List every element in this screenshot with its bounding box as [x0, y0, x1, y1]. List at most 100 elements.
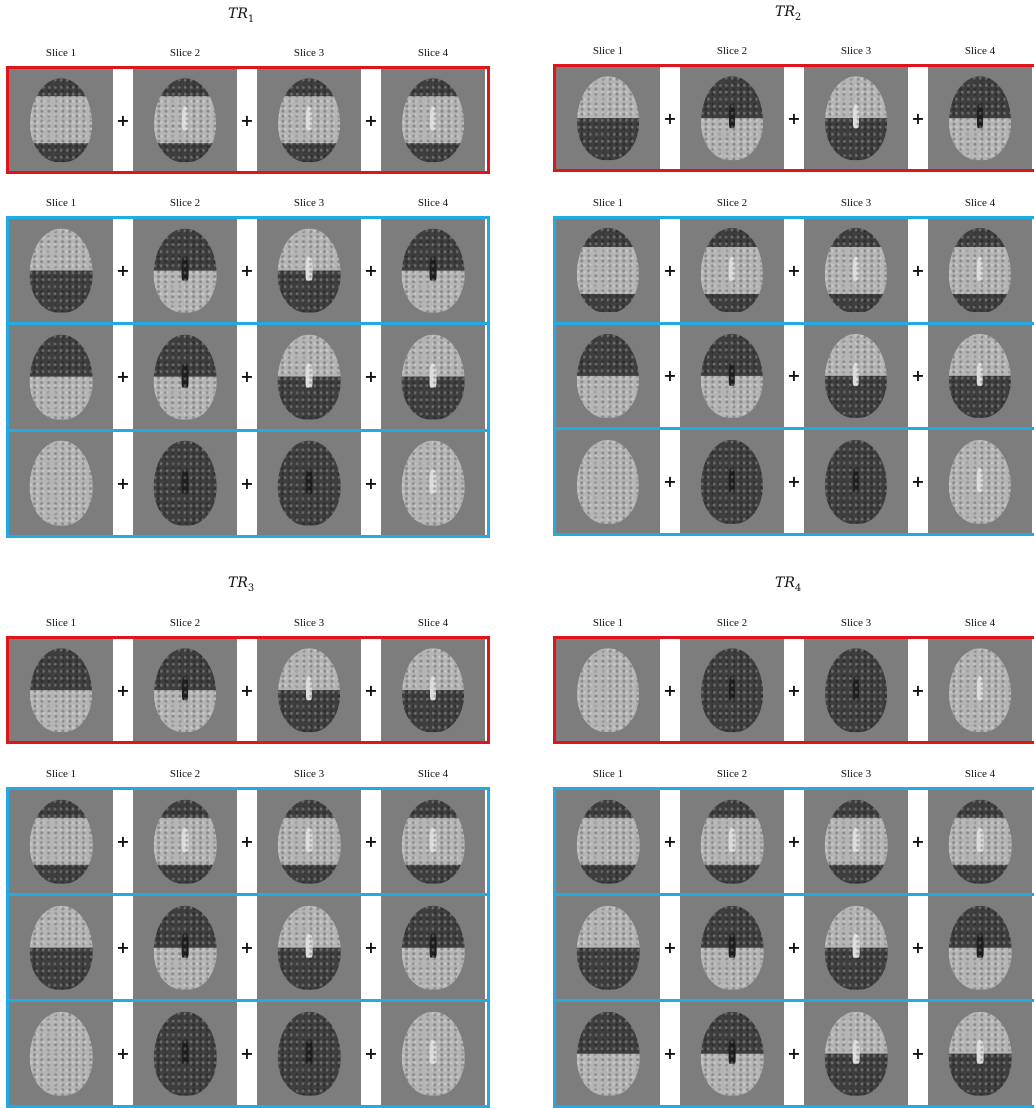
plus-sign: +: [911, 108, 925, 128]
plus-sign: +: [663, 938, 677, 957]
slice-label: Slice 3: [293, 768, 325, 780]
tissue-texture: [29, 1011, 93, 1096]
slice-label: Slice 2: [169, 197, 201, 209]
plus-sign: +: [787, 472, 801, 492]
plus-sign: +: [240, 832, 254, 851]
tissue-band: [948, 293, 1012, 313]
slice-row: +++: [556, 639, 1034, 741]
ventricle-shape: [976, 468, 984, 492]
tissue-band: [948, 865, 1012, 884]
plus-sign: +: [787, 260, 801, 280]
plus-sign: +: [116, 110, 130, 130]
plus-separator: +: [361, 639, 381, 741]
tissue-band: [577, 76, 639, 118]
slice-cell: [381, 69, 485, 171]
tissue-band: [700, 293, 764, 313]
tissue-band: [29, 905, 93, 948]
slice-label: Slice 3: [840, 197, 872, 209]
plus-sign: +: [240, 110, 254, 130]
slice-cell: [928, 1002, 1032, 1105]
plus-sign: +: [364, 938, 378, 957]
plus-separator: +: [113, 790, 133, 893]
ventricle-shape: [976, 827, 984, 852]
panel-title-subscript: 2: [794, 11, 802, 23]
tissue-texture: [277, 334, 341, 420]
slice-cell: [556, 324, 660, 428]
plus-sign: +: [911, 472, 925, 492]
brain-slice-image: [949, 648, 1011, 732]
plus-separator: +: [113, 1002, 133, 1105]
slice-cell: [257, 219, 361, 323]
tissue-texture: [278, 78, 340, 162]
ventricle-shape: [181, 469, 189, 494]
brain-slice-image: [949, 76, 1011, 160]
slice-row: +++: [9, 428, 487, 535]
tissue-texture: [29, 905, 93, 990]
panel-title-base: TR: [228, 6, 248, 22]
plus-separator: +: [361, 1002, 381, 1105]
plus-separator: +: [660, 639, 680, 741]
tissue-texture: [277, 799, 341, 884]
tissue-band: [401, 799, 465, 818]
slice-cell: [133, 69, 237, 171]
plus-separator: +: [113, 896, 133, 999]
brain-slice-image: [948, 905, 1012, 990]
ventricle-shape: [852, 256, 860, 281]
tissue-texture: [701, 76, 763, 160]
brain-slice-image: [576, 1011, 640, 1096]
ventricle-shape: [429, 827, 437, 852]
plus-sign: +: [364, 832, 378, 851]
brain-slice-image: [576, 333, 640, 419]
tissue-band: [824, 865, 888, 884]
brain-slice-image: [824, 333, 888, 419]
slice-cell: [556, 67, 660, 169]
plus-sign: +: [663, 680, 677, 700]
plus-sign: +: [116, 367, 130, 387]
slice-cell: [9, 219, 113, 323]
tissue-texture: [153, 905, 217, 990]
slice-label: Slice 2: [169, 617, 201, 629]
slice-label: Slice 3: [293, 47, 325, 59]
slice-row: +++: [556, 321, 1034, 428]
slice-label: Slice 3: [840, 768, 872, 780]
tissue-band: [576, 228, 640, 247]
ventricle-shape: [429, 469, 437, 494]
ventricle-shape: [728, 104, 736, 129]
brain-slice-image: [154, 78, 216, 162]
tissue-band: [576, 293, 640, 313]
tissue-band: [577, 118, 639, 160]
slice-label: Slice 4: [964, 45, 996, 57]
tissue-texture: [824, 333, 888, 419]
tissue-texture: [576, 905, 640, 990]
ventricle-shape: [181, 676, 189, 701]
slice-cell: [9, 325, 113, 429]
ventricle-shape: [976, 256, 984, 281]
brain-slice-image: [700, 799, 764, 884]
slice-cell: [556, 219, 660, 322]
tissue-texture: [401, 334, 465, 420]
slice-label: Slice 1: [45, 768, 77, 780]
ventricle-shape: [728, 256, 736, 281]
tissue-band: [154, 143, 216, 162]
plus-separator: +: [113, 219, 133, 323]
slice-cell: [928, 896, 1032, 999]
plus-separator: +: [660, 324, 680, 428]
tissue-texture: [948, 228, 1012, 313]
plus-sign: +: [787, 832, 801, 851]
tissue-texture: [401, 905, 465, 990]
slice-cell: [381, 896, 485, 999]
slice-row: +++: [556, 999, 1034, 1105]
slice-cell: [556, 1002, 660, 1105]
tissue-band: [402, 143, 464, 162]
plus-separator: +: [908, 639, 928, 741]
tissue-texture: [948, 333, 1012, 419]
plus-separator: +: [908, 219, 928, 322]
plus-sign: +: [240, 261, 254, 281]
slice-cell: [928, 790, 1032, 893]
tissue-band: [402, 78, 464, 97]
plus-sign: +: [911, 832, 925, 851]
plus-separator: +: [660, 1002, 680, 1105]
tissue-band: [824, 228, 888, 247]
tissue-band: [401, 865, 465, 884]
plus-separator: +: [113, 431, 133, 535]
